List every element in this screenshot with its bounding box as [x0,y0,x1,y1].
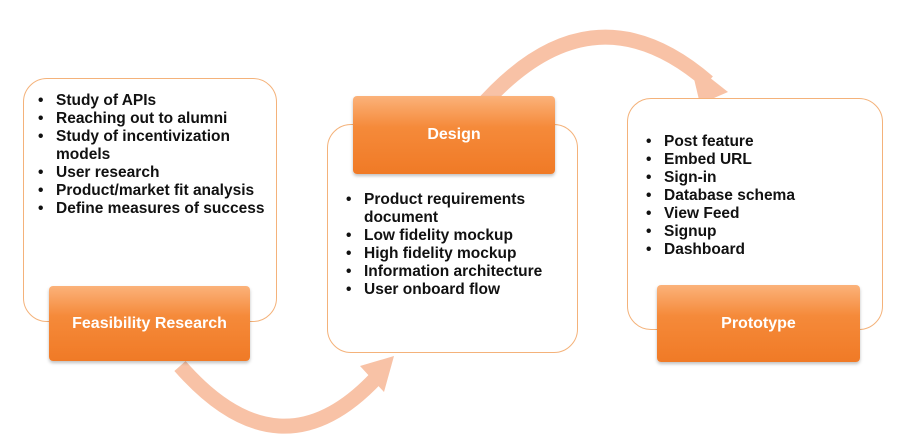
list-item: Product requirements document [342,191,572,227]
list-item: View Feed [642,205,872,223]
feasibility-card: Study of APIs Reaching out to alumni Stu… [23,78,277,322]
list-item: Post feature [642,133,872,151]
list-item: Signup [642,223,872,241]
list-item: Study of APIs [34,92,270,110]
list-item: Low fidelity mockup [342,227,572,245]
list-item: User onboard flow [342,281,572,299]
list-item: Dashboard [642,241,872,259]
list-item: Information architecture [342,263,572,281]
list-item: User research [34,164,270,182]
feasibility-list: Study of APIs Reaching out to alumni Stu… [34,92,270,218]
list-item: Product/market fit analysis [34,182,270,200]
design-label: Design [353,96,555,174]
prototype-label: Prototype [657,285,860,362]
feasibility-research-label: Feasibility Research [49,286,250,361]
design-list: Product requirements document Low fideli… [342,191,572,299]
list-item: Embed URL [642,151,872,169]
list-item: High fidelity mockup [342,245,572,263]
list-item: Reaching out to alumni [34,110,270,128]
arrow-feasibility-to-design [174,356,394,434]
list-item: Study of incentivization models [34,128,270,164]
prototype-list: Post feature Embed URL Sign-in Database … [642,133,872,259]
list-item: Define measures of success [34,200,270,218]
list-item: Sign-in [642,169,872,187]
arrow-design-to-prototype [472,29,728,115]
list-item: Database schema [642,187,872,205]
